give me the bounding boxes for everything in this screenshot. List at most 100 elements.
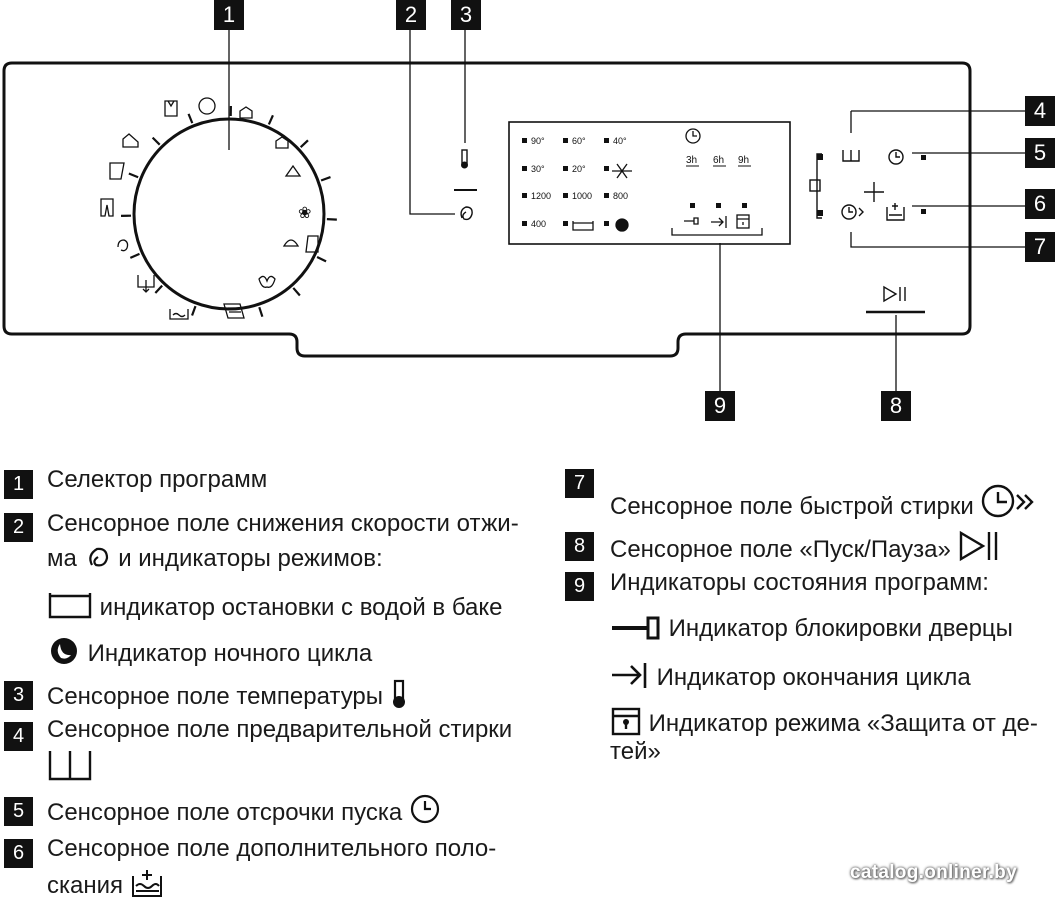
legend-text-2b-ma: ма — [47, 545, 77, 572]
legend-badge-1: 1 — [4, 470, 33, 499]
temp-label: 90° — [531, 136, 545, 146]
legend-badge-8: 8 — [565, 532, 594, 561]
knob-tick — [320, 176, 331, 182]
badge-4: 4 — [1025, 96, 1055, 126]
delay-hour-label: 6h — [713, 155, 724, 166]
program-icons: ❀ — [100, 97, 319, 320]
mode-led — [604, 221, 609, 226]
hold-water-icon — [572, 221, 594, 231]
knob-tick — [151, 136, 161, 146]
knob-tick — [129, 252, 140, 259]
delay-start-icon[interactable] — [888, 149, 904, 165]
child-lock-icon — [611, 707, 641, 736]
legend-text-7: Сенсорное поле быстрой стирки — [610, 483, 1038, 521]
legend-badge-3: 3 — [4, 681, 33, 710]
knob-tick — [267, 114, 274, 125]
legend-text-6a: Сенсорное поле дополнительного поло- — [47, 835, 497, 862]
temp-led — [604, 166, 609, 171]
knob-tick — [292, 287, 301, 297]
quick-wash-icon — [982, 484, 1035, 518]
knob-tick — [154, 284, 163, 294]
legend-text-4: Сенсорное поле предварительной стирки — [47, 716, 513, 743]
shirt-icon — [164, 100, 178, 117]
spin-drain-icon — [137, 275, 155, 293]
cotton-eco-icon — [239, 106, 253, 119]
jeans-icon — [100, 198, 114, 217]
legend-sub-hold-water: индикатор остановки с водой в баке — [47, 590, 503, 622]
spin-reduction-icon — [88, 547, 108, 567]
extra-rinse-icon[interactable] — [886, 203, 905, 221]
knob-tick — [316, 255, 327, 263]
delay-start-icon — [410, 794, 440, 824]
door-lock-icon — [612, 616, 660, 640]
knob-tick — [258, 306, 264, 318]
legend-text-2a: Сенсорное поле снижения скорости отжи- — [47, 510, 519, 537]
status-led — [716, 203, 721, 208]
outdoor-icon — [258, 275, 276, 288]
badge-3: 3 — [451, 0, 481, 30]
spin-led — [604, 193, 609, 198]
plus-icon — [864, 182, 884, 202]
legend-sub-door-lock: Индикатор блокировки дверцы — [610, 615, 1013, 643]
right-leds — [817, 154, 926, 216]
status-led — [742, 203, 747, 208]
display-leds — [522, 138, 747, 226]
prewash-icon — [48, 751, 92, 781]
temperature-field[interactable] — [454, 149, 477, 191]
legend-sub-child-lock-a: Индикатор режима «Защита от де- — [610, 706, 1038, 738]
badge-7: 7 — [1025, 232, 1055, 262]
legend-badge-5: 5 — [4, 797, 33, 826]
badge-5: 5 — [1025, 138, 1055, 168]
right-touch-fields — [809, 149, 925, 314]
badge-9: 9 — [705, 391, 735, 421]
cold-icon — [612, 163, 632, 179]
spin-led — [522, 193, 527, 198]
display-icons — [572, 128, 763, 236]
spin-reduction-icon[interactable] — [460, 206, 473, 221]
mode-led — [522, 221, 527, 226]
legend-sub-night-cycle: Индикатор ночного цикла — [47, 636, 372, 668]
spin-label: 1200 — [531, 191, 551, 201]
legend-text-3: Сенсорное поле температуры — [47, 679, 408, 711]
spin-label: 800 — [613, 191, 628, 201]
start-pause-icon[interactable] — [883, 285, 906, 303]
thermometer-icon — [392, 679, 405, 708]
synthetics-icon — [275, 136, 289, 149]
delicates-icon — [284, 164, 302, 177]
prewash-icon[interactable] — [842, 150, 860, 162]
leader-7 — [850, 232, 1025, 248]
legend-text-5: Сенсорное поле отсрочки пуска — [47, 793, 445, 827]
start-pause-icon — [959, 530, 997, 562]
legend-badge-4: 4 — [4, 722, 33, 751]
legend-badge-2: 2 — [4, 513, 33, 542]
child-lock-icon — [736, 214, 750, 229]
legend-text-8: Сенсорное поле «Пуск/Пауза» — [610, 530, 1004, 564]
temp-label: 40° — [613, 136, 627, 146]
legend-badge-6: 6 — [4, 839, 33, 868]
extra-rinse-icon — [131, 870, 162, 897]
watermark: catalog.onliner.by — [850, 862, 1017, 883]
night-cycle-icon — [615, 218, 629, 232]
knob-tick — [326, 218, 337, 221]
wool-icon: ❀ — [298, 205, 311, 222]
temp-label: 60° — [572, 136, 586, 146]
cycle-end-icon — [711, 216, 727, 228]
delay-hour-label: 3h — [686, 155, 697, 166]
temp-led — [522, 138, 527, 143]
delay-hour-label: 9h — [738, 155, 749, 166]
legend-text-9: Индикаторы состояния программ: — [610, 569, 989, 596]
legend-badge-7: 7 — [565, 469, 594, 498]
temp-led — [563, 138, 568, 143]
badge-8: 8 — [881, 391, 911, 421]
quick-wash-icon[interactable] — [841, 204, 857, 220]
knob-tick — [191, 305, 197, 316]
panel-outline — [2, 61, 972, 358]
legend-sub-child-lock-b: тей» — [610, 738, 661, 765]
knob-tick — [299, 139, 309, 148]
knob-tick — [128, 172, 139, 179]
status-led — [690, 203, 695, 208]
legend-text-1: Селектор программ — [47, 466, 268, 493]
spin-led — [563, 193, 568, 198]
badge-2: 2 — [396, 0, 426, 30]
